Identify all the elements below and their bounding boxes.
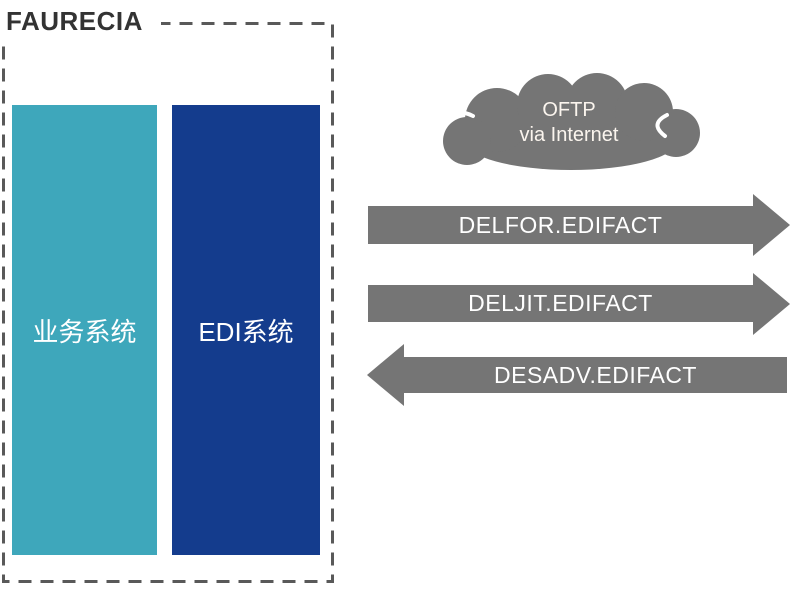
company-label: FAURECIA [0,4,161,45]
arrow-deljit-head-right-icon [753,273,790,335]
arrow-desadv: DESADV.EDIFACT [404,357,787,393]
arrow-delfor-head-right-icon [753,194,790,256]
cloud-transport-label: via Internet [519,123,619,146]
arrow-deljit-label: DELJIT.EDIFACT [468,290,653,316]
arrow-desadv-head-left-icon [367,344,404,406]
arrow-delfor-label: DELFOR.EDIFACT [458,211,663,238]
cloud-icon [436,73,700,170]
business-system-block: 业务系统 [12,105,157,555]
cloud-text: OFTP via Internet [435,63,703,178]
edi-system-block: EDI系统 [172,105,320,555]
arrow-deljit: DELJIT.EDIFACT [368,285,753,322]
arrow-delfor: DELFOR.EDIFACT [368,206,753,244]
business-system-label: 业务系统 [32,316,137,347]
cloud-protocol-label: OFTP [542,98,596,121]
oftp-cloud: OFTP via Internet [435,63,703,178]
arrow-desadv-label: DESADV.EDIFACT [494,361,697,388]
edi-system-label: EDI系统 [198,316,294,347]
